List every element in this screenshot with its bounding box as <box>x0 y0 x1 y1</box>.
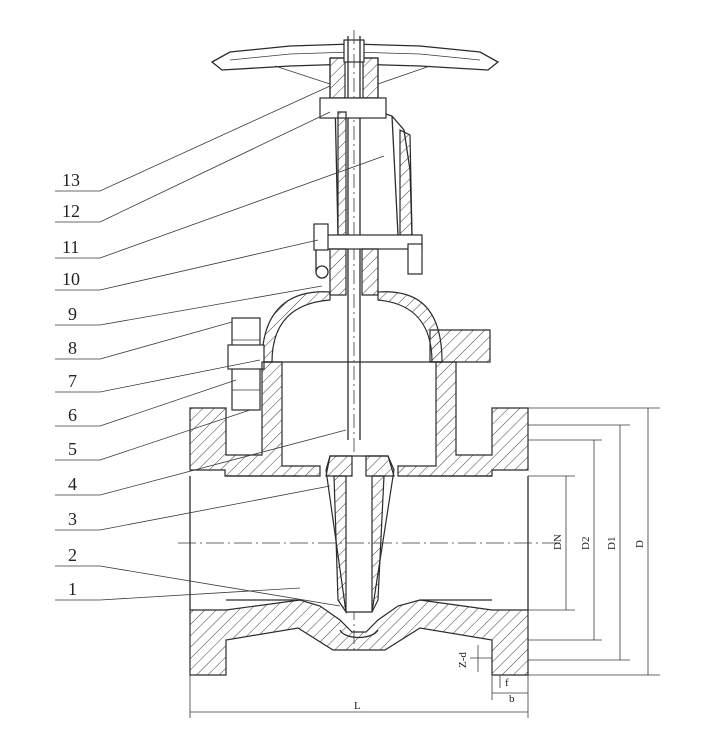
eyebolt <box>315 265 329 279</box>
callout-leaders <box>55 85 385 607</box>
bonnet-bolt <box>227 317 265 411</box>
callout-4: 4 <box>68 474 77 494</box>
callout-1: 1 <box>68 579 77 599</box>
dim-d1: D1 <box>606 537 618 550</box>
dimension-labels: DN D2 D1 D L Z-d f b <box>354 534 646 712</box>
gland-bolt-left <box>313 223 329 251</box>
gate-wedge <box>325 455 395 639</box>
callout-13: 13 <box>62 170 80 190</box>
dim-zd: Z-d <box>457 652 469 668</box>
callout-8: 8 <box>68 338 77 358</box>
bonnet <box>261 291 491 363</box>
gland-packing <box>313 223 423 296</box>
yoke-nut <box>319 97 387 119</box>
dim-f: f <box>505 677 509 689</box>
callout-11: 11 <box>62 237 79 257</box>
callout-2: 2 <box>68 545 77 565</box>
handwheel <box>210 39 500 99</box>
dim-d2: D2 <box>580 537 592 550</box>
callout-7: 7 <box>68 371 77 391</box>
callout-5: 5 <box>68 439 77 459</box>
callout-3: 3 <box>68 509 77 529</box>
dim-l: L <box>354 700 361 712</box>
dim-dn: DN <box>552 534 564 550</box>
callout-12: 12 <box>62 201 80 221</box>
gland-bolt-right <box>407 243 423 275</box>
callout-6: 6 <box>68 405 77 425</box>
dim-b: b <box>509 693 515 705</box>
callout-10: 10 <box>62 269 80 289</box>
yoke <box>319 97 413 236</box>
dim-d: D <box>634 540 646 548</box>
callout-9: 9 <box>68 304 77 324</box>
dimension-lines <box>189 407 660 718</box>
callout-numbers: 13 12 11 10 9 8 7 6 5 4 3 2 1 <box>62 170 80 599</box>
